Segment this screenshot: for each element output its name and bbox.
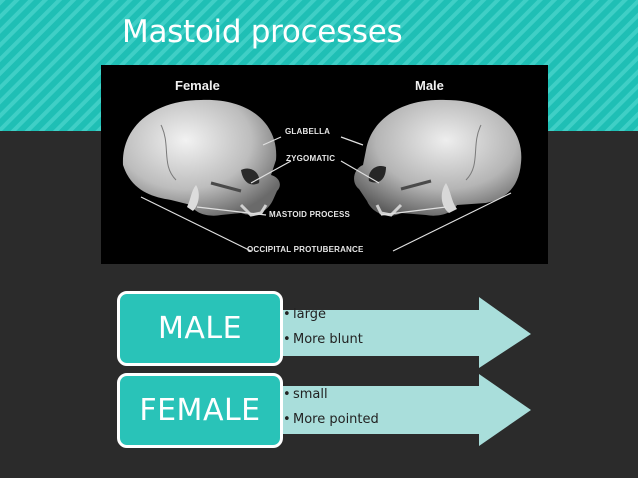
female-bullet-list: •small •More pointed	[283, 387, 379, 437]
mastoid-process-label: MASTOID PROCESS	[269, 210, 351, 219]
glabella-label: GLABELLA	[285, 127, 331, 136]
male-skull	[354, 99, 522, 217]
male-arrow-shape	[255, 297, 531, 368]
female-arrow-shape	[255, 374, 531, 446]
zygomatic-label: ZYGOMATIC	[286, 154, 336, 163]
female-skull	[122, 99, 280, 217]
list-item: •More pointed	[283, 412, 379, 427]
skull-illustration	[122, 99, 522, 252]
male-bullet-list: •large •More blunt	[283, 307, 363, 357]
skull-comparison-image: Female Male GLABELLA ZYGOMATIC MASTOID P…	[101, 65, 548, 264]
slide-title: Mastoid processes	[122, 14, 403, 50]
list-item: •small	[283, 387, 328, 402]
pointer-lines	[140, 136, 512, 252]
comparison-row-female: FEMALE •small •More pointed	[0, 372, 638, 452]
male-label: Male	[415, 78, 444, 93]
list-item: •large	[283, 307, 326, 322]
occipital-protuberance-label: OCCIPITAL PROTUBERANCE	[247, 245, 364, 254]
list-item: •More blunt	[283, 332, 363, 347]
female-label-box: FEMALE	[117, 373, 283, 448]
female-label: Female	[175, 78, 220, 93]
male-label-box: MALE	[117, 291, 283, 366]
comparison-row-male: MALE •large •More blunt	[0, 290, 638, 370]
